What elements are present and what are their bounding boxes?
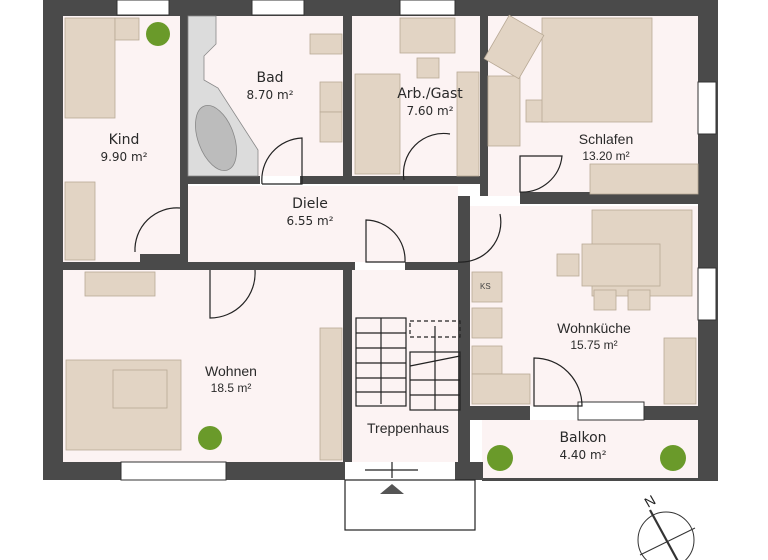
doors [134, 132, 583, 407]
svg-text:N: N [642, 492, 659, 511]
room-label-treppenhaus: Treppenhaus [367, 420, 449, 436]
plants [146, 22, 686, 471]
compass-icon: N [637, 492, 696, 560]
windows [116, 0, 717, 481]
bathtub [187, 15, 259, 177]
stairs [355, 317, 461, 411]
fridge-label: KS [480, 282, 491, 291]
entrance [344, 462, 476, 531]
furniture [64, 14, 699, 461]
